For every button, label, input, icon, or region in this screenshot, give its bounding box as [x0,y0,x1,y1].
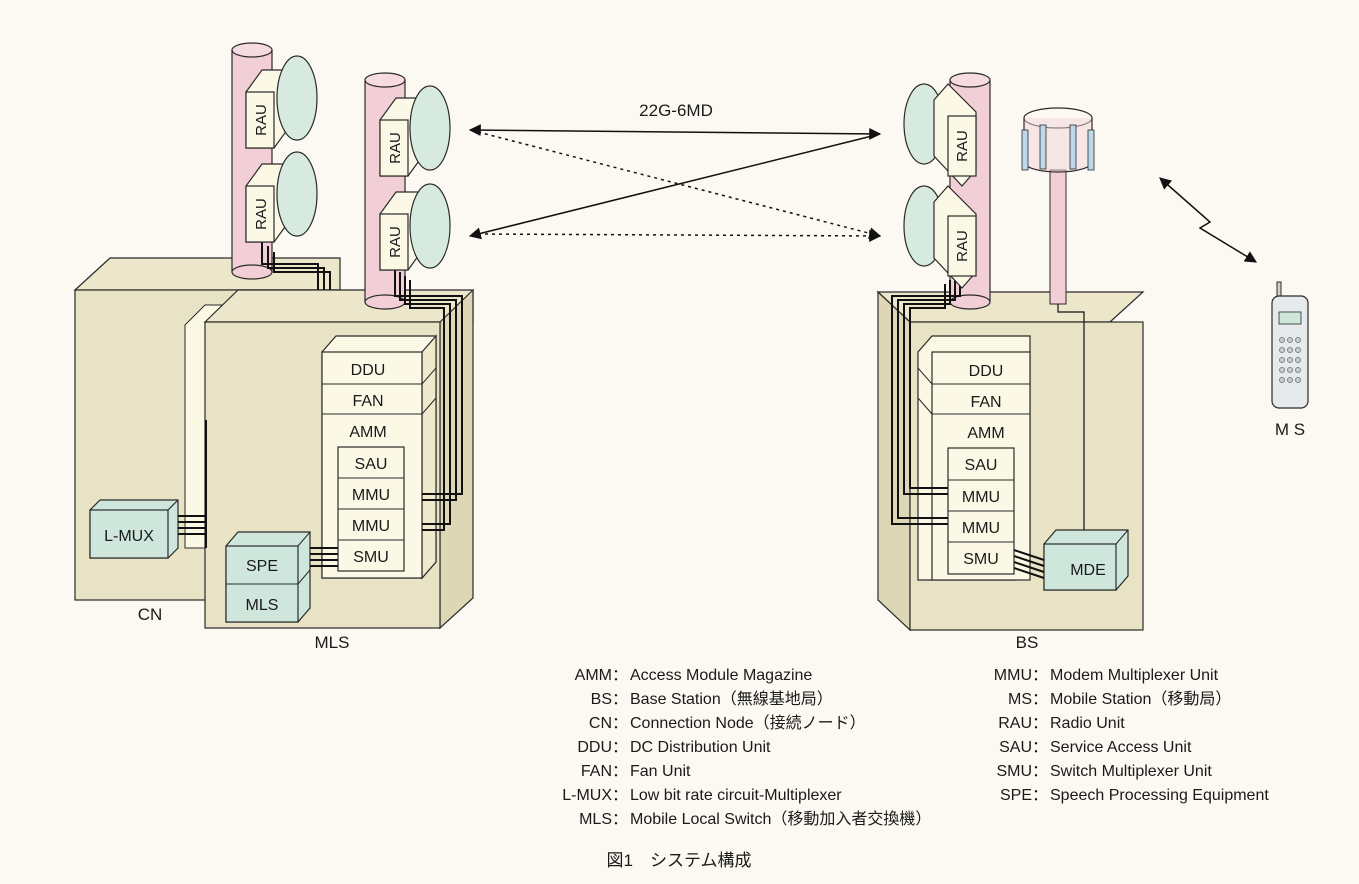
mls-rack-ddu: DDU [351,362,386,379]
legend-abbr: AMM [575,667,612,684]
legend-text: Base Station（無線基地局） [630,690,833,708]
mls-rack: DDU FAN AMM SAU MMU MMU SMU [322,336,436,578]
mls-rack-amm: AMM [349,424,386,441]
legend-colon: ： [612,739,628,756]
legend-text: Mobile Local Switch（移動加入者交換機） [630,810,931,828]
rau-label: RAU [253,104,270,136]
legend-text: Fan Unit [630,763,691,780]
legend-abbr: MLS [579,811,612,828]
legend-colon: ： [612,811,628,828]
legend-colon: ： [1032,763,1048,780]
legend-text: Low bit rate circuit-Multiplexer [630,787,842,804]
legend-text: Connection Node（接続ノード） [630,714,866,732]
rau-label: RAU [387,132,404,164]
bs-label: BS [1016,633,1039,652]
figure-caption: 図1 システム構成 [607,851,752,870]
legend-colon: ： [1032,739,1048,756]
mde-unit: MDE [1044,530,1128,590]
legend-abbr: SMU [996,763,1032,780]
rau-label: RAU [253,198,270,230]
spe-mls-unit: SPE MLS [226,532,310,622]
legend-abbr: BS [591,691,612,708]
legend-abbr: FAN [581,763,612,780]
mls-station-label: MLS [315,633,350,652]
lmux-unit: L-MUX [90,500,178,558]
legend-colon: ： [1032,715,1048,732]
bs-rack-ddu: DDU [969,363,1004,380]
ms-radio-link [1160,178,1256,262]
mls-rack-mmu-2: MMU [352,518,390,535]
bs-rack-mmu-1: MMU [962,489,1000,506]
legend-text: Speech Processing Equipment [1050,787,1269,804]
legend-text: Service Access Unit [1050,739,1192,756]
legend-colon: ： [1032,691,1048,708]
ms-label: M S [1275,420,1305,439]
lmux-label: L-MUX [104,528,154,545]
legend-colon: ： [612,787,628,804]
bs-rack-fan: FAN [970,394,1001,411]
bs-rack-smu: SMU [963,551,999,568]
legend-abbr: DDU [577,739,612,756]
legend-abbr: L-MUX [562,787,612,804]
legend-abbr: MMU [994,667,1032,684]
spe-label: SPE [246,558,278,575]
mobile-phone-icon [1272,282,1308,408]
mobile-antenna-mast [1022,108,1094,304]
mls-rack-mmu-1: MMU [352,487,390,504]
link-label: 22G-6MD [639,101,713,120]
legend-colon: ： [612,691,628,708]
legend-colon: ： [1032,787,1048,804]
legend-abbr: CN [589,715,612,732]
legend-text: DC Distribution Unit [630,739,771,756]
legend-abbr: SPE [1000,787,1032,804]
mls-rack-sau: SAU [355,456,388,473]
mde-label: MDE [1070,562,1106,579]
mls-rack-smu: SMU [353,549,389,566]
rau-label: RAU [954,130,971,162]
bs-rack-mmu-2: MMU [962,520,1000,537]
legend-left: AMM ： Access Module Magazine BS ： Base S… [562,667,931,828]
legend-text: Radio Unit [1050,715,1125,732]
legend-colon: ： [612,763,628,780]
legend-right: MMU ： Modem Multiplexer Unit MS ： Mobile… [994,667,1270,804]
mls-rack-fan: FAN [352,393,383,410]
legend-abbr: SAU [999,739,1032,756]
bs-rack-amm: AMM [967,425,1004,442]
legend-text: Access Module Magazine [630,667,812,684]
legend-colon: ： [612,715,628,732]
legend-text: Mobile Station（移動局） [1050,690,1231,708]
legend-abbr: RAU [998,715,1032,732]
bs-rack: DDU FAN AMM SAU MMU MMU SMU [918,336,1030,580]
legend-colon: ： [1032,667,1048,684]
rau-label: RAU [387,226,404,258]
legend-colon: ： [612,667,628,684]
rau-label: RAU [954,230,971,262]
legend-text: Switch Multiplexer Unit [1050,763,1212,780]
cn-label: CN [138,605,163,624]
radio-links [470,130,880,236]
legend-abbr: MS [1008,691,1032,708]
mls-unit-label: MLS [246,597,279,614]
bs-rack-sau: SAU [965,457,998,474]
legend-text: Modem Multiplexer Unit [1050,667,1219,684]
